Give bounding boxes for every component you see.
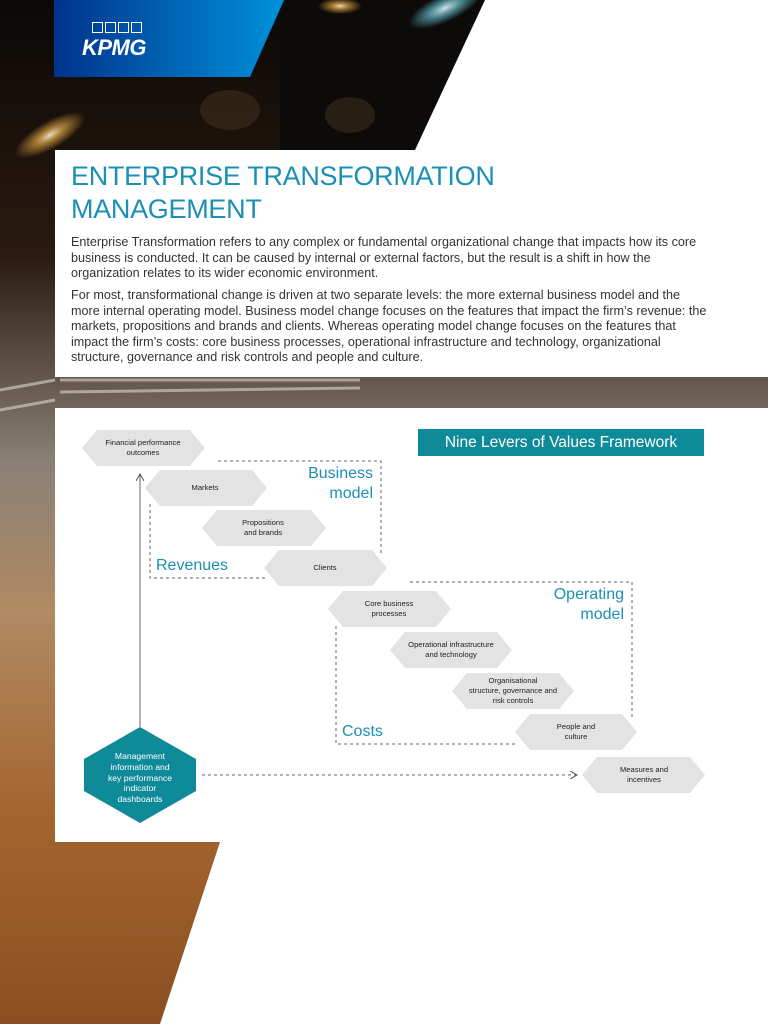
costs-label: Costs: [340, 722, 385, 742]
framework-title: Nine Levers of Values Framework: [418, 429, 704, 456]
business-model-frame: [218, 460, 382, 553]
hex-measures: [582, 757, 705, 793]
hex-people: [515, 714, 637, 750]
management-dashboards: Management information and key performan…: [107, 751, 172, 805]
hex-core: [328, 591, 451, 627]
hex-financial: [82, 430, 205, 466]
title-line-2: MANAGEMENT: [71, 194, 262, 224]
kpmg-logo: KPMG: [54, 0, 284, 77]
revenues-frame: [149, 504, 265, 579]
logo-squares: [92, 22, 142, 33]
intro-paragraph: Enterprise Transformation refers to any …: [71, 235, 697, 281]
hex-propositions: [202, 510, 326, 546]
text-panel: [55, 150, 768, 377]
lever-markets: Markets: [191, 483, 219, 492]
hex-infra: [390, 632, 512, 668]
hex-clients: [264, 550, 387, 586]
hex-management: [84, 727, 196, 823]
hex-org: [452, 673, 574, 709]
title-line-1: ENTERPRISE TRANSFORMATION: [71, 161, 495, 191]
page-title: ENTERPRISE TRANSFORMATION MANAGEMENT: [71, 160, 691, 226]
operating-model-frame: [410, 581, 633, 720]
hex-markets: [145, 470, 267, 506]
lever-clients: Clients: [313, 563, 337, 572]
revenues-label: Revenues: [154, 556, 231, 576]
logo-wordmark: KPMG: [82, 35, 147, 60]
levels-paragraph: For most, transformational change is dri…: [71, 288, 707, 365]
